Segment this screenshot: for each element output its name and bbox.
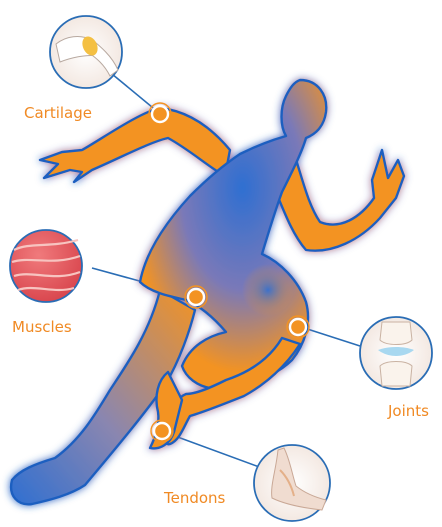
ankle-tendon-icon <box>254 445 330 521</box>
label-tendons: Tendons <box>164 489 225 507</box>
marker-tendons <box>154 423 170 439</box>
knee-highlight <box>242 264 294 316</box>
label-joints: Joints <box>388 402 429 420</box>
marker-cartilage <box>152 106 168 122</box>
label-muscles: Muscles <box>12 318 72 336</box>
label-cartilage: Cartilage <box>24 104 92 122</box>
marker-joints <box>290 319 306 335</box>
cartilage-elbow-icon <box>50 16 122 88</box>
muscle-fiber-icon <box>10 230 82 302</box>
leader-line-cartilage <box>112 74 158 112</box>
knee-joint-icon <box>360 317 432 389</box>
marker-muscles <box>188 289 204 305</box>
